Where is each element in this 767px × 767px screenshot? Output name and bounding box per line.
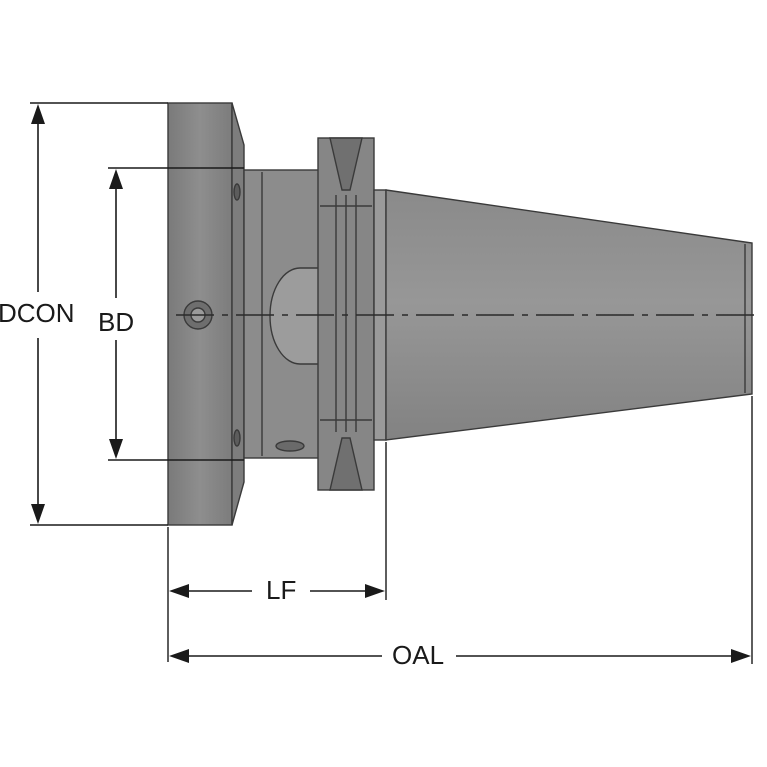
- hub-hole: [275, 440, 305, 452]
- oal-label: OAL: [392, 640, 444, 670]
- lf-dimension: LF: [167, 442, 387, 662]
- lf-label: LF: [266, 575, 296, 605]
- dcon-dimension: DCON: [0, 102, 168, 526]
- drive-slot: [269, 267, 321, 365]
- dcon-label: DCON: [0, 298, 75, 328]
- v-groove: [329, 137, 363, 191]
- bd-dimension: BD: [98, 167, 244, 461]
- bd-label: BD: [98, 307, 134, 337]
- tool-holder-body: [167, 102, 753, 526]
- flange-chamfer: [231, 102, 245, 526]
- oal-dimension: OAL: [169, 396, 753, 670]
